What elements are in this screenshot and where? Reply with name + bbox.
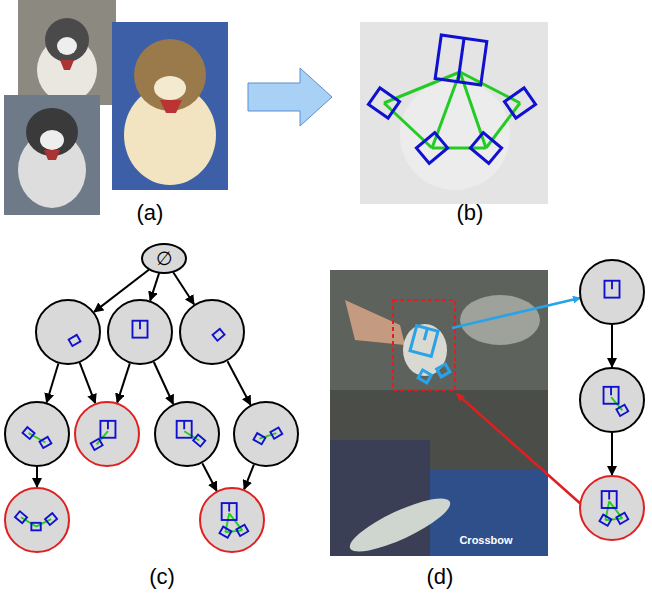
hypothesis-node — [74, 401, 140, 467]
hypothesis-node — [4, 487, 70, 553]
tree-arrow — [611, 325, 613, 367]
part-icon — [581, 261, 643, 323]
part-icon — [76, 403, 138, 465]
tree-arrow — [227, 361, 250, 405]
hypothesis-node — [107, 299, 173, 365]
hypothesis-node — [233, 401, 299, 467]
part-icon — [581, 477, 643, 539]
panel-label: (c) — [149, 564, 175, 590]
part-icon — [156, 403, 218, 465]
panel-label: (b) — [457, 200, 484, 226]
tree-arrow — [80, 363, 95, 403]
hypothesis-node — [579, 367, 645, 433]
leader-arrow — [452, 298, 580, 328]
tree-arrow — [154, 362, 173, 404]
tree-arrow — [117, 363, 130, 402]
root-node: ∅ — [141, 243, 187, 274]
tree-arrow — [173, 272, 194, 304]
panel-label: (a) — [137, 200, 164, 226]
hypothesis-node — [4, 401, 70, 467]
part-icon — [6, 489, 68, 551]
tree-arrow — [202, 463, 216, 491]
part-icon — [201, 489, 263, 551]
tree-arrow — [36, 467, 38, 487]
part-icon — [37, 301, 99, 363]
penguin-photos — [4, 0, 228, 215]
part-model — [360, 22, 548, 204]
panel-label: (d) — [427, 564, 454, 590]
leader-arrow — [457, 394, 582, 505]
hypothesis-node — [154, 401, 220, 467]
part-icon — [181, 301, 243, 363]
part-icon — [109, 301, 171, 363]
node-text: ∅ — [156, 247, 173, 270]
hypothesis-node — [35, 299, 101, 365]
tree-arrow — [150, 273, 159, 300]
hypothesis-node — [579, 259, 645, 325]
part-icon — [235, 403, 297, 465]
photo-text: Crossbow — [457, 534, 514, 546]
tree-arrow — [244, 465, 254, 490]
tree-arrow — [47, 364, 59, 403]
hypothesis-node — [179, 299, 245, 365]
hypothesis-node — [579, 475, 645, 541]
tree-arrow — [611, 433, 613, 475]
block-arrow — [248, 68, 332, 126]
hypothesis-node — [199, 487, 265, 553]
part-icon — [581, 369, 643, 431]
part-icon — [6, 403, 68, 465]
